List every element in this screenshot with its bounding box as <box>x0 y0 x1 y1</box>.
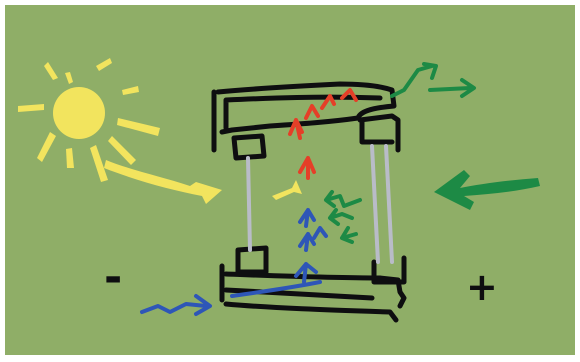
minus-sign: - <box>104 252 122 303</box>
plus-sign: + <box>466 265 498 309</box>
left-rod <box>248 158 250 250</box>
sun-disk <box>53 87 105 139</box>
